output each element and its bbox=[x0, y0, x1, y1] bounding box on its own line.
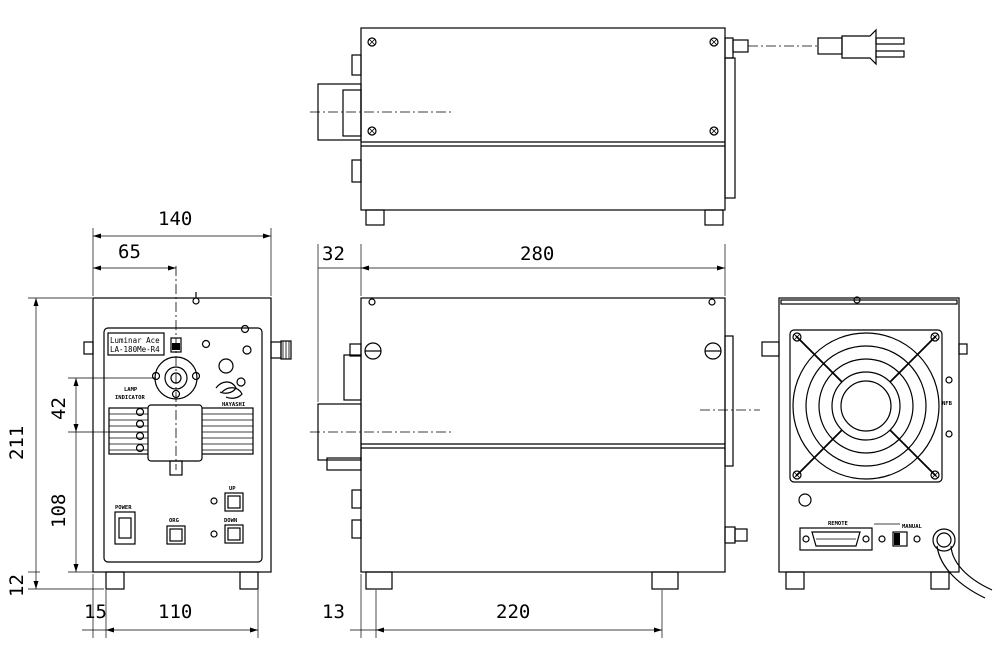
dim-110: 110 bbox=[158, 601, 192, 623]
down-button[interactable] bbox=[224, 524, 244, 544]
dim-65: 65 bbox=[118, 241, 141, 263]
remote-label: REMOTE bbox=[828, 521, 848, 527]
plate-line-2: LA-180Me-R4 bbox=[110, 345, 160, 354]
heat-sink bbox=[108, 404, 254, 476]
power-cord bbox=[932, 528, 993, 599]
fan-grille-icon bbox=[789, 329, 943, 483]
dim-12: 12 bbox=[6, 574, 28, 597]
remote-connector[interactable] bbox=[799, 527, 873, 551]
power-label: POWER bbox=[115, 505, 132, 511]
dim-32: 32 bbox=[322, 243, 345, 265]
top-view bbox=[310, 27, 905, 226]
power-switch[interactable] bbox=[114, 511, 136, 545]
front-view: Luminar Ace LA-180Me-R4 HAYASHI LAMP IND… bbox=[83, 266, 292, 590]
power-plug-icon bbox=[817, 28, 905, 66]
up-button[interactable] bbox=[224, 492, 244, 512]
nfb-label: NFB bbox=[942, 401, 953, 407]
dim-42: 42 bbox=[48, 397, 70, 420]
brand-logo: HAYASHI bbox=[215, 381, 245, 408]
plate-line-1: Luminar Ace bbox=[110, 336, 160, 345]
dim-280: 280 bbox=[520, 243, 554, 265]
dim-220: 220 bbox=[496, 601, 530, 623]
model-plate: Luminar Ace LA-180Me-R4 bbox=[107, 332, 165, 356]
dim-211: 211 bbox=[6, 426, 28, 460]
dim-140: 140 bbox=[158, 208, 192, 230]
logo-text: HAYASHI bbox=[222, 402, 245, 408]
down-label: DOWN bbox=[224, 518, 237, 524]
dim-13: 13 bbox=[322, 601, 345, 623]
lamp-indicator-label-1: LAMP bbox=[124, 387, 138, 393]
dim-15: 15 bbox=[84, 601, 107, 623]
org-button[interactable] bbox=[166, 525, 186, 545]
org-label: ORG bbox=[169, 518, 180, 524]
up-label: UP bbox=[229, 486, 236, 492]
manual-label: MANUAL bbox=[902, 524, 923, 530]
dimensions: 140 65 211 42 108 12 15 110 bbox=[6, 208, 726, 638]
manual-switch[interactable] bbox=[892, 531, 908, 547]
rear-view: NFB REMOTE MANUAL bbox=[761, 296, 993, 599]
side-view bbox=[310, 297, 760, 590]
dim-108: 108 bbox=[48, 494, 70, 528]
lamp-indicator-label-2: INDICATOR bbox=[115, 395, 145, 401]
